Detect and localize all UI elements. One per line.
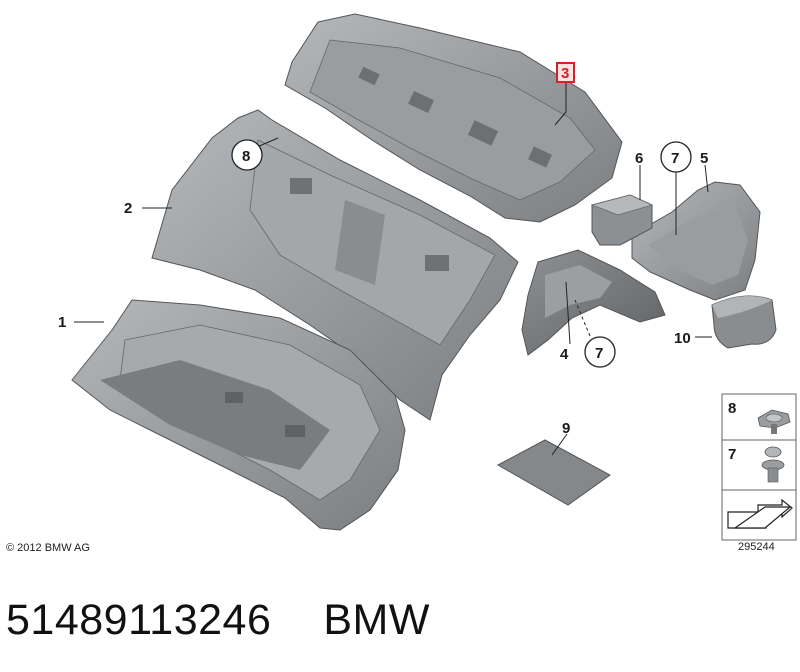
callout-7b-circled: 7 [584, 336, 616, 368]
svg-text:8: 8 [728, 400, 736, 417]
push-rivet-clip-icon [757, 409, 791, 434]
part-1-floor-trim[interactable] [71, 299, 406, 531]
expanding-rivet-icon [761, 446, 785, 483]
legend-item-7: 7 [728, 446, 785, 483]
svg-text:10: 10 [674, 330, 691, 347]
part-6-insulation-block[interactable] [590, 194, 654, 246]
brand-name: BMW [323, 595, 430, 644]
svg-text:7: 7 [728, 446, 736, 463]
diagram-number: 295244 [738, 541, 775, 553]
callout-1: 1 [58, 314, 66, 331]
part-9-mat[interactable] [496, 439, 611, 506]
part-number: 51489113246 [6, 595, 272, 644]
legend-item-8: 8 [728, 400, 791, 434]
legend-box: 8 7 [721, 393, 797, 541]
svg-text:2: 2 [124, 200, 132, 217]
arrow-reference-icon [727, 498, 793, 529]
svg-text:8: 8 [242, 148, 250, 165]
svg-text:4: 4 [560, 346, 569, 363]
callout-2: 2 [124, 200, 132, 217]
svg-text:1: 1 [58, 314, 66, 331]
callout-6: 6 [635, 150, 643, 167]
svg-text:9: 9 [562, 420, 570, 437]
part-10-sound-pad[interactable] [711, 295, 777, 349]
svg-text:7: 7 [595, 345, 603, 362]
callout-9: 9 [562, 420, 570, 437]
callout-7a-circled: 7 [660, 141, 692, 173]
part-2-rear-panel-trim[interactable] [151, 109, 519, 421]
copyright-text: © 2012 BMW AG [6, 542, 90, 554]
footer: 51489113246 BMW [6, 590, 430, 650]
callout-5: 5 [700, 150, 708, 167]
callout-10: 10 [674, 330, 691, 347]
part-4-side-trim[interactable] [521, 249, 666, 356]
callout-3-highlighted: 3 [556, 62, 575, 83]
svg-text:3: 3 [561, 65, 569, 82]
part-5-bracket[interactable] [631, 181, 761, 301]
svg-text:7: 7 [671, 150, 679, 167]
svg-text:6: 6 [635, 150, 643, 167]
callout-4: 4 [560, 346, 569, 363]
callout-8-circled: 8 [231, 139, 263, 171]
part-3-parcel-shelf[interactable] [284, 13, 623, 223]
svg-text:5: 5 [700, 150, 708, 167]
